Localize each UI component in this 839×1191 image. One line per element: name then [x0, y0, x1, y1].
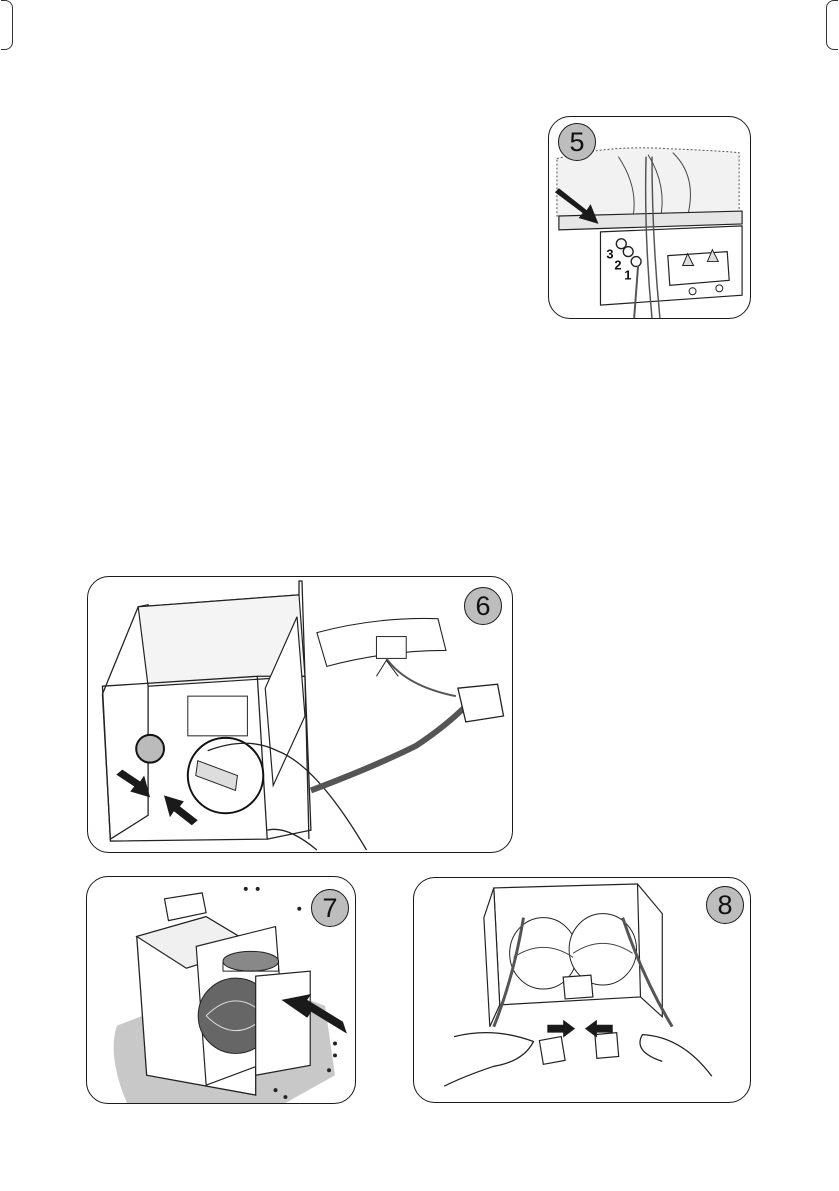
figure-8-number: 8	[706, 886, 744, 924]
figure-6-illustration	[88, 577, 512, 852]
callout-1: 1	[624, 267, 631, 282]
page-edge-mark-right	[826, 0, 838, 50]
figure-8-panel: 8	[413, 877, 751, 1103]
figure-7-panel: 7	[86, 876, 356, 1104]
figure-6-panel: 6	[87, 576, 513, 853]
figure-8-illustration	[414, 878, 750, 1102]
figure-6-number: 6	[464, 587, 502, 625]
page-edge-mark-left	[1, 0, 13, 50]
callout-2: 2	[614, 257, 621, 272]
figure-7-number: 7	[311, 889, 349, 927]
figure-5-panel: 3 2 1 5	[548, 116, 751, 319]
callout-3: 3	[606, 247, 613, 262]
figure-5-number: 5	[558, 123, 596, 161]
